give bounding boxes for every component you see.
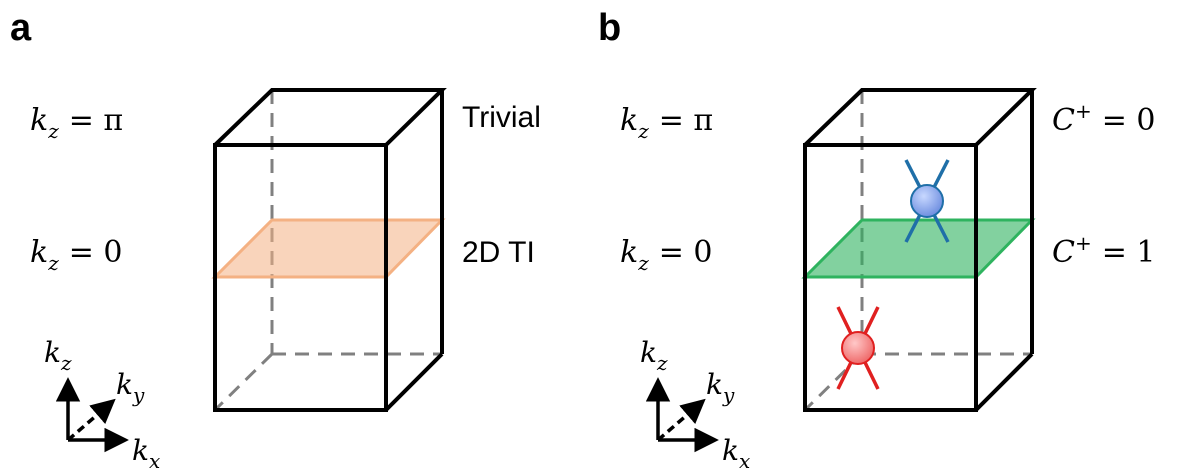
- label-trivial: Trivial: [462, 101, 541, 134]
- weyl-point-red: [836, 306, 880, 390]
- label-kz-0-a: kz= 0: [30, 235, 123, 275]
- axis-label-kz-a: kz: [44, 336, 72, 375]
- panel-b-letter: b: [598, 7, 621, 49]
- axis-label-ky-b: ky: [706, 368, 735, 407]
- label-kz-pi-a: kz= π: [30, 103, 123, 143]
- label-chern-mid: C+= 1: [1052, 231, 1156, 270]
- axis-label-ky-a: ky: [116, 368, 145, 407]
- cube-a-edges: [213, 88, 447, 412]
- label-2d-ti: 2D TI: [462, 236, 535, 269]
- panel-a: a kz= π kz= 0 Trivial 2D TI kz ky: [10, 7, 541, 473]
- cube-b-edges: [803, 88, 1037, 412]
- kz0-plane-b: [801, 218, 1036, 279]
- axes-b: kz ky kx: [640, 336, 750, 473]
- label-kz-0-b: kz= 0: [620, 235, 713, 275]
- panel-a-letter: a: [10, 7, 32, 49]
- label-chern-top: C+= 0: [1052, 99, 1156, 138]
- axis-label-kx-a: kx: [132, 434, 160, 473]
- panel-b: b: [598, 7, 1156, 473]
- weyl-point-blue: [904, 159, 950, 243]
- axes-a: kz ky kx: [44, 336, 160, 473]
- axis-label-kz-b: kz: [640, 336, 668, 375]
- label-kz-pi-b: kz= π: [620, 103, 713, 143]
- kz0-plane-a: [211, 218, 446, 279]
- axis-label-kx-b: kx: [722, 434, 750, 473]
- cube-a-hidden-edges: [213, 90, 442, 412]
